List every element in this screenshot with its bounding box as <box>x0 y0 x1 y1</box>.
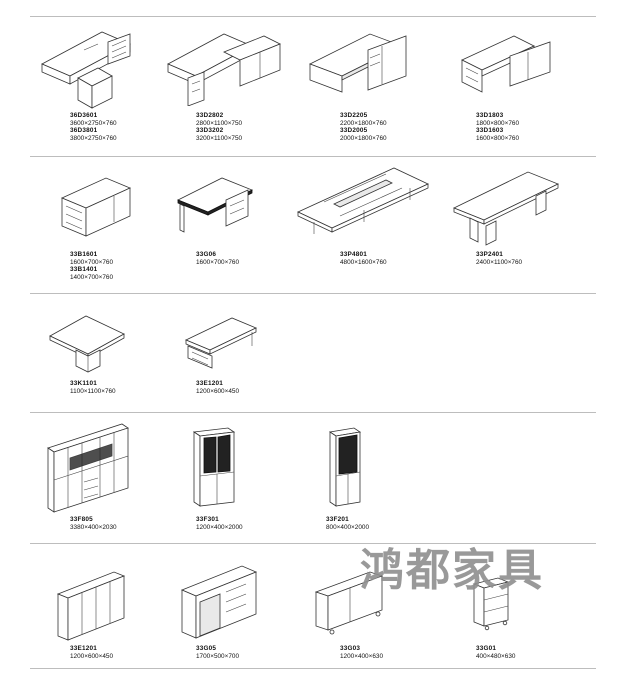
product-dimensions: 1600×800×760 <box>476 134 520 142</box>
product-dimensions: 1200×600×450 <box>70 652 114 660</box>
product-drawing <box>328 426 458 510</box>
product-drawing <box>192 426 322 510</box>
divider <box>30 668 596 669</box>
product-code: 33G01 <box>476 645 497 652</box>
divider <box>30 543 596 544</box>
product-caption: 33K1101 1100×1100×760 <box>70 380 116 395</box>
product-drawing <box>308 24 438 104</box>
product-caption: 36D3601 3600×2750×760 36D3801 3800×2750×… <box>70 112 117 142</box>
product-drawing <box>44 420 174 516</box>
product-caption: 33D2205 2200×1800×760 33D2005 2000×1800×… <box>340 112 387 142</box>
product-dimensions: 1600×700×760 <box>70 258 114 266</box>
product-drawing <box>294 164 429 244</box>
product-code: 33D1803 <box>476 112 504 119</box>
product-drawing <box>452 168 582 248</box>
product-code: 33G03 <box>340 645 361 652</box>
product-code: 33F805 <box>70 516 93 523</box>
product-drawing <box>164 26 294 106</box>
product-caption: 33E1201 1200×600×450 <box>196 380 239 395</box>
product-code: 33K1101 <box>70 380 97 387</box>
product-dimensions: 1200×600×450 <box>196 387 240 395</box>
product-code: 33D2802 <box>196 112 224 119</box>
product-code: 33G06 <box>196 251 217 258</box>
product-code: 33D2005 <box>340 127 368 135</box>
product-dimensions: 4800×1600×760 <box>340 258 387 266</box>
product-drawing <box>182 314 312 374</box>
product-caption: 33D1803 1800×800×760 33D1603 1600×800×76… <box>476 112 519 142</box>
product-dimensions: 1200×400×630 <box>340 652 384 660</box>
product-dimensions: 1600×700×760 <box>196 258 240 266</box>
product-code: 33P2401 <box>476 251 503 258</box>
product-drawing <box>470 576 600 632</box>
product-drawing <box>38 22 168 112</box>
product-code: 33F301 <box>196 516 219 523</box>
product-dimensions: 1800×800×760 <box>476 119 520 127</box>
product-caption: 33G03 1200×400×630 <box>340 645 383 660</box>
product-code: 33P4801 <box>340 251 367 258</box>
product-dimensions: 2400×1100×760 <box>476 258 523 266</box>
brand-watermark: 鸿都家具 <box>360 545 544 596</box>
product-code: 33E1201 <box>196 380 223 387</box>
product-caption: 33D2802 2800×1100×750 33D3202 3200×1100×… <box>196 112 242 142</box>
product-dimensions: 1400×700×760 <box>70 273 114 281</box>
product-dimensions: 3200×1100×750 <box>196 134 243 142</box>
product-caption: 33G01 400×480×630 <box>476 645 515 660</box>
product-caption: 33P4801 4800×1600×760 <box>340 251 387 266</box>
product-drawing <box>176 174 306 244</box>
divider <box>30 16 596 17</box>
product-caption: 33B1601 1600×700×760 33B1401 1400×700×76… <box>70 251 113 281</box>
product-code: 33G05 <box>196 645 217 652</box>
product-code: 33F201 <box>326 516 349 523</box>
product-drawing <box>458 30 588 100</box>
product-drawing <box>48 310 178 376</box>
product-dimensions: 2200×1800×760 <box>340 119 387 127</box>
product-dimensions: 2000×1800×760 <box>340 134 387 142</box>
divider <box>30 412 596 413</box>
product-code: 33B1601 <box>70 251 98 258</box>
product-dimensions: 400×480×630 <box>476 652 516 660</box>
product-caption: 33E1201 1200×600×450 <box>70 645 113 660</box>
product-code: 33E1201 <box>70 645 97 652</box>
divider <box>30 156 596 157</box>
product-code: 33D3202 <box>196 127 224 135</box>
product-drawing <box>58 176 188 246</box>
product-code: 33D2205 <box>340 112 368 119</box>
product-caption: 33G05 1700×500×700 <box>196 645 239 660</box>
divider <box>30 293 596 294</box>
product-caption: 33F301 1200×400×2000 <box>196 516 243 531</box>
product-code: 36D3601 <box>70 112 98 119</box>
product-drawing <box>314 568 444 638</box>
product-dimensions: 3800×2750×760 <box>70 134 117 142</box>
product-caption: 33G06 1600×700×760 <box>196 251 239 266</box>
product-dimensions: 1100×1100×760 <box>70 387 116 395</box>
product-code: 33D1603 <box>476 127 504 135</box>
product-dimensions: 2800×1100×750 <box>196 119 243 127</box>
product-code: 33B1401 <box>70 266 98 274</box>
product-dimensions: 3380×400×2030 <box>70 523 117 531</box>
product-drawing <box>54 568 184 644</box>
product-caption: 33F201 800×400×2000 <box>326 516 369 531</box>
product-caption: 33F805 3380×400×2030 <box>70 516 117 531</box>
product-dimensions: 800×400×2000 <box>326 523 370 531</box>
product-dimensions: 3600×2750×760 <box>70 119 117 127</box>
product-code: 36D3801 <box>70 127 98 135</box>
product-drawing <box>180 562 310 642</box>
product-dimensions: 1700×500×700 <box>196 652 240 660</box>
product-dimensions: 1200×400×2000 <box>196 523 243 531</box>
product-caption: 33P2401 2400×1100×760 <box>476 251 522 266</box>
